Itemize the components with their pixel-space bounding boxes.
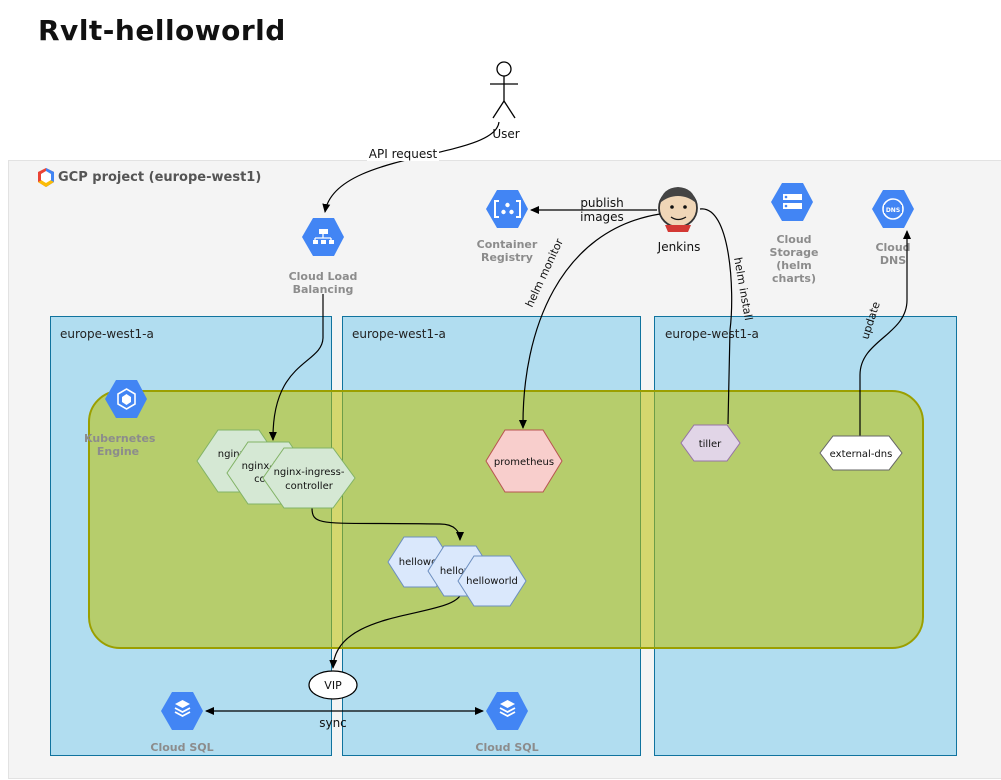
vip-node: VIP [308, 670, 358, 700]
lb-to-nginx-edge [268, 294, 324, 441]
helloworld-pod-2-label: hellow [440, 566, 472, 577]
helm-monitor-label: helm monitor [523, 236, 566, 309]
helloworld-pod-3: helloworld [457, 555, 527, 607]
vip-label: VIP [324, 679, 342, 692]
nginx-to-helloworld-edge [311, 507, 464, 541]
prometheus-label: prometheus [494, 457, 554, 468]
helm-install-edge [699, 208, 733, 425]
sync-label: sync [319, 716, 347, 730]
nginx-pod-3-label-2: controller [285, 481, 334, 492]
jenkins-label: Jenkins [657, 240, 701, 254]
gcp-logo-icon [38, 168, 54, 187]
tiller-label: tiller [699, 439, 722, 450]
gcp-project-label: GCP project (europe-west1) [58, 170, 262, 185]
user-icon [490, 61, 518, 119]
cloud-storage-label: Cloud Storage (helm charts) [769, 233, 819, 285]
container-registry-icon [486, 190, 528, 228]
kubernetes-engine-label: Kubernetes Engine [84, 432, 156, 458]
cloud-sql-icon [486, 692, 528, 730]
zone-2-label: europe-west1-a [352, 327, 446, 341]
cloud-load-balancing-icon [302, 218, 344, 256]
cloud-sql-2-label: Cloud SQL [475, 741, 539, 754]
helm-install-label: helm install [731, 256, 755, 321]
cloud-sql-icon [161, 692, 203, 730]
api-request-label-bg [367, 146, 439, 161]
cloud-dns-label: Cloud DNS [875, 241, 911, 267]
helloworld-pod-3-label: helloworld [466, 576, 518, 587]
prometheus-pod: prometheus [485, 429, 563, 493]
helloworld-pod-1-label: hellowo [399, 557, 437, 568]
api-request-label: API request [369, 147, 438, 161]
page-title: Rvlt-helloworld [38, 14, 286, 47]
user-label: User [492, 127, 520, 141]
helm-monitor-edge [518, 213, 661, 429]
zone-1-label: europe-west1-a [60, 327, 154, 341]
kubernetes-engine-icon [105, 380, 147, 418]
zone-3-label: europe-west1-a [665, 327, 759, 341]
tiller-pod: tiller [680, 424, 741, 462]
container-registry-label: Container Registry [476, 238, 538, 264]
nginx-pod-3: nginx-ingress- controller [262, 447, 356, 509]
external-dns-pod: external-dns [819, 435, 903, 471]
images-label: images [580, 210, 624, 224]
update-label: update [858, 300, 882, 341]
jenkins-icon [658, 187, 698, 232]
svg-text:DNS: DNS [886, 207, 900, 214]
update-edge [859, 230, 911, 438]
api-request-edge [322, 121, 500, 213]
helloworld-to-vip-edge [329, 589, 463, 669]
external-dns-label: external-dns [830, 449, 893, 460]
cloud-load-balancing-label: Cloud Load Balancing [288, 270, 358, 296]
nginx-pod-1-label: nginx-in [218, 449, 258, 460]
cloud-dns-icon: DNS [872, 190, 914, 228]
cloud-sql-1-label: Cloud SQL [150, 741, 214, 754]
publish-label: publish [580, 196, 623, 210]
nginx-pod-2-label: nginx-ing [242, 461, 289, 472]
cloud-storage-icon [771, 183, 813, 221]
nginx-pod-3-label: nginx-ingress- [274, 467, 345, 478]
